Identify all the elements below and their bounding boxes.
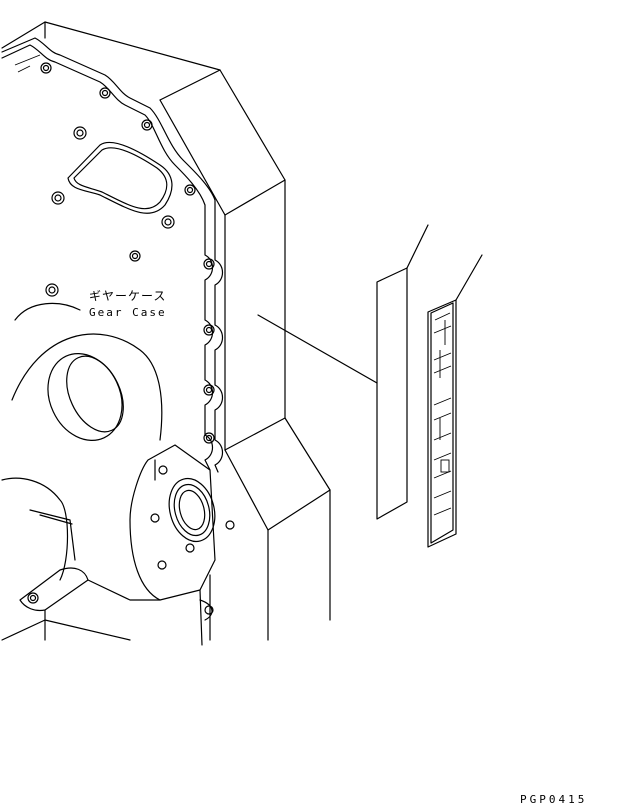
lower-structure	[1, 477, 214, 646]
main-bore	[11, 302, 163, 441]
inspection-cover	[67, 141, 173, 214]
leader-line	[257, 314, 378, 384]
bolt-holes	[45, 126, 175, 297]
bearing-housing	[129, 444, 235, 601]
drawing-code: PGP0415	[520, 793, 588, 806]
label-plate-blank	[376, 224, 429, 520]
gear-case-flange	[1, 37, 224, 473]
gear-case-outline	[1, 21, 331, 641]
label-plate-marked	[427, 254, 483, 548]
part-name-japanese: ギヤーケース	[89, 289, 167, 303]
part-name-english: Gear Case	[89, 306, 167, 319]
